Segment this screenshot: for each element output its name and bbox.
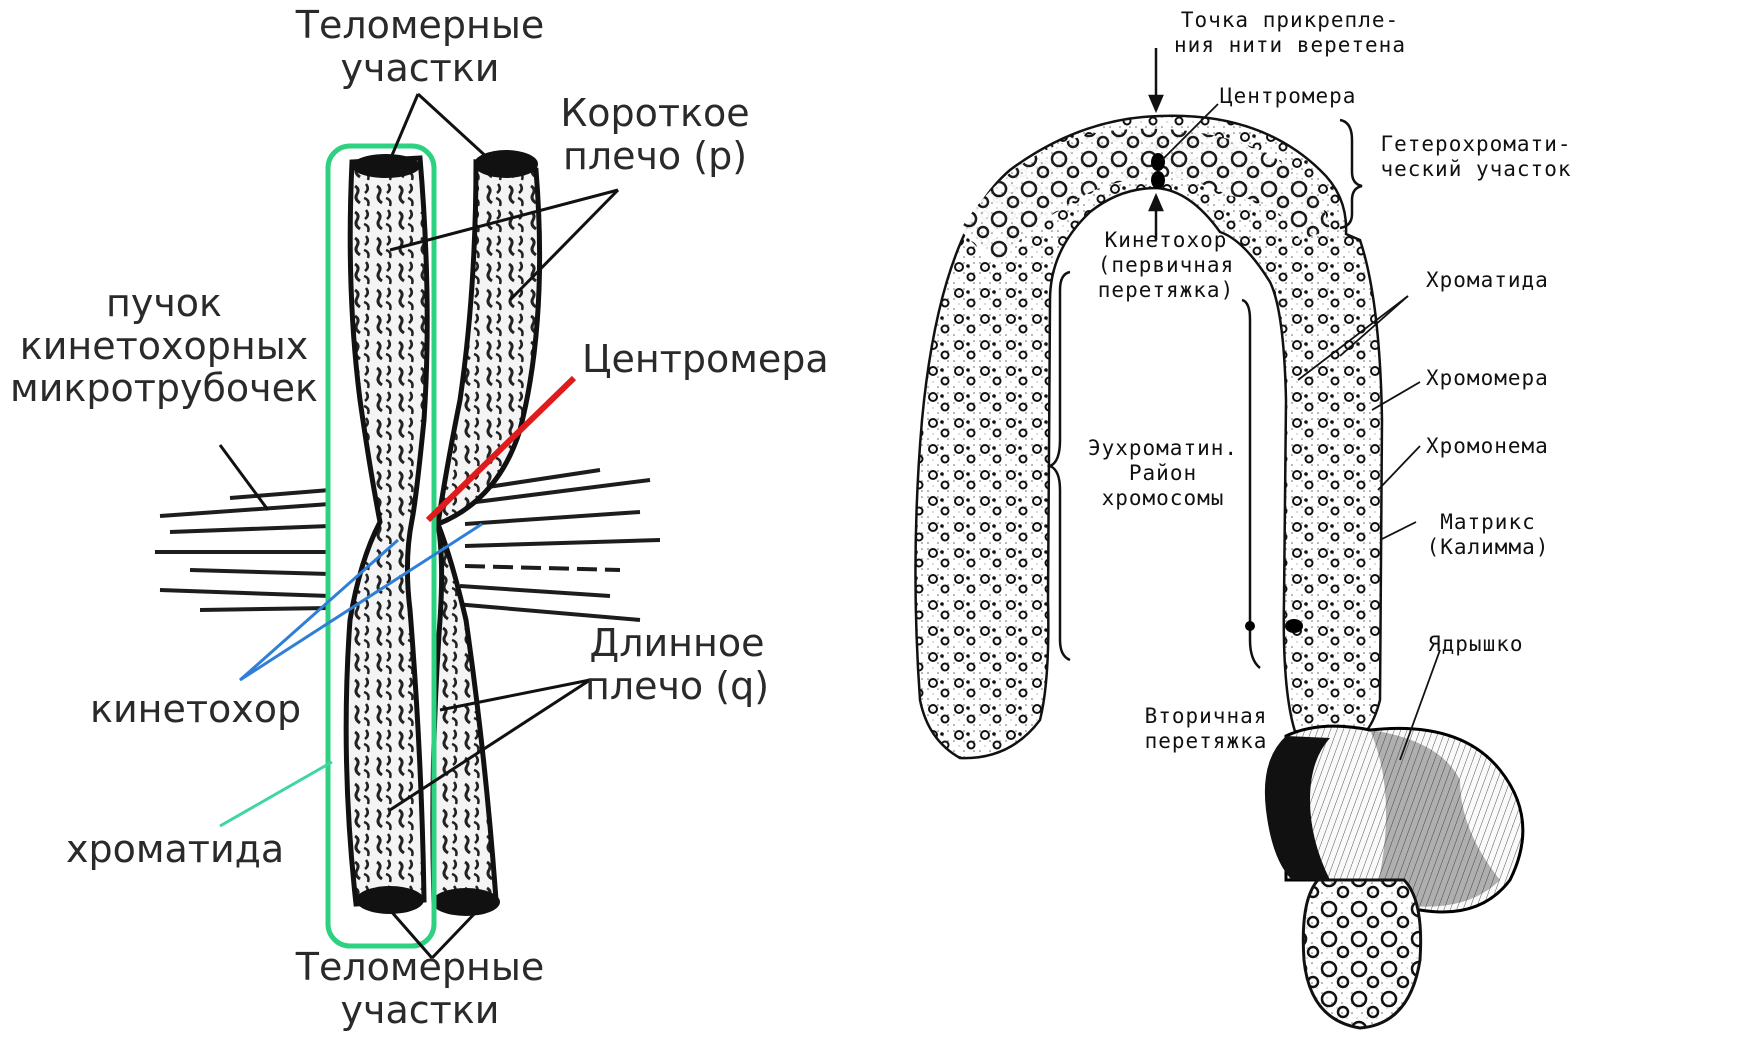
brace-euchromatin	[1050, 272, 1070, 660]
label-secondary-constriction: Вторичная перетяжка	[1136, 704, 1276, 754]
label-kinetochore-right: Кинетохор (первичная перетяжка)	[1086, 228, 1246, 304]
satellite	[1303, 880, 1420, 1028]
chromosome-illustration-right	[900, 0, 1756, 1038]
label-spindle-attachment: Точка прикрепле- ния нити веретена	[1170, 8, 1410, 58]
label-kinetochore: кинетохор	[90, 688, 301, 731]
label-nucleolus: Ядрышко	[1428, 632, 1524, 657]
label-centromere: Центромера	[582, 338, 829, 381]
chromatid-pointer	[220, 762, 332, 826]
label-long-arm: Длинное плечо (q)	[562, 622, 792, 707]
label-kinetochore-bundle: пучок кинетохорных микротрубочек	[4, 282, 324, 427]
label-chromonema: Хромонема	[1426, 434, 1549, 459]
spindle-arrow	[1150, 48, 1162, 110]
label-matrix: Матрикс (Калимма)	[1420, 510, 1556, 560]
label-short-arm: Короткое плечо (р)	[530, 92, 780, 177]
label-chromatid-right: Хроматида	[1426, 268, 1549, 293]
label-euchromatin: Эухроматин. Район хромосомы	[1078, 436, 1248, 512]
label-telomere-bottom: Теломерные участки	[270, 946, 570, 1031]
chromatid-right	[433, 162, 540, 904]
chromosome-diagram-left: Теломерные участки Короткое плечо (р) пу…	[0, 0, 900, 1038]
label-centromere-right: Центромера	[1220, 84, 1356, 109]
label-heterochromatic: Гетерохромати- ческий участок	[1356, 132, 1596, 182]
label-chromatid: хроматида	[66, 828, 284, 871]
label-telomere-top: Теломерные участки	[270, 4, 570, 89]
label-chromomere: Хромомера	[1426, 366, 1549, 391]
chromosome-diagram-right: Точка прикрепле- ния нити веретена Центр…	[900, 0, 1756, 1038]
